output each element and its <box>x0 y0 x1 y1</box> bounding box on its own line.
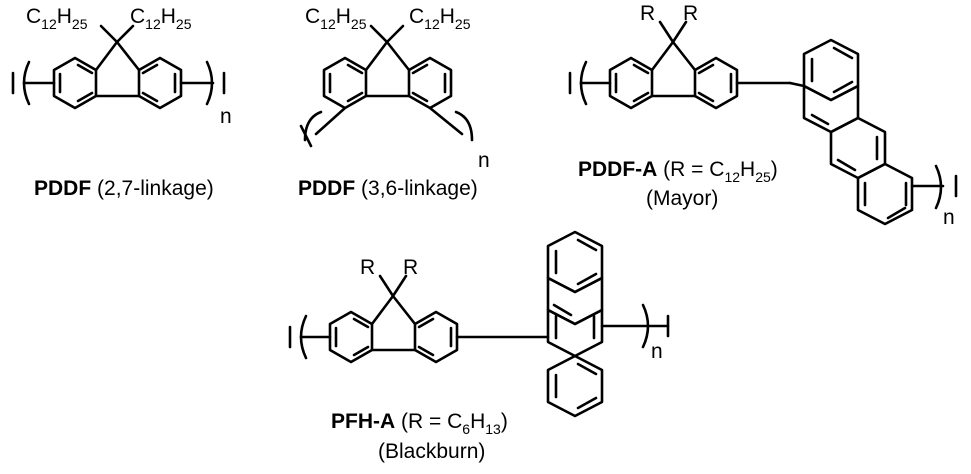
structure-pfh-a: R R n PFH-A (R = C6H13) (Blackburn) <box>288 230 670 463</box>
repeat-index-n: n <box>220 105 232 128</box>
compound-caption-3: PDDF-A (R = C12H25) <box>578 158 778 185</box>
substituent-r-left: R <box>360 256 375 279</box>
fluorene-skeleton <box>299 274 550 364</box>
substituent-label-left: C12H25 <box>305 5 367 32</box>
compound-source-4: (Blackburn) <box>378 440 485 463</box>
compound-caption-2: PDDF (3,6-linkage) <box>298 177 478 200</box>
substituent-r-right: R <box>683 2 698 25</box>
substituent-r-left: R <box>640 2 655 25</box>
end-caps <box>568 60 958 210</box>
repeat-index-n: n <box>651 340 663 363</box>
compound-caption-4: PFH-A (R = C6H13) <box>331 410 508 437</box>
anthracene-unit <box>546 230 670 418</box>
anthracene-unit <box>788 38 945 226</box>
fluorene-skeleton <box>22 24 215 110</box>
compound-caption-1: PDDF (2,7-linkage) <box>34 177 214 200</box>
repeat-index-n: n <box>943 206 955 229</box>
substituent-r-right: R <box>403 256 418 279</box>
substituent-label-right: C12H25 <box>130 5 192 32</box>
end-caps <box>299 110 474 148</box>
substituent-label-right: C12H25 <box>409 5 471 32</box>
substituent-label-left: C12H25 <box>26 5 88 32</box>
structure-pddf-27: C12H25 C12H25 n PDDF (2,7-linkage) <box>11 5 232 200</box>
end-caps <box>288 303 670 360</box>
fluorene-skeleton <box>579 20 792 110</box>
structure-pddf-36: C12H25 C12H25 n PDDF (3,6-linkage) <box>298 5 490 200</box>
compound-source-3: (Mayor) <box>646 187 718 210</box>
structure-pddf-a: R R n PDDF-A (R = C12H25) (Mayor) <box>568 2 958 229</box>
repeat-index-n: n <box>478 149 490 172</box>
fluorene-skeleton <box>314 24 464 136</box>
end-caps <box>11 60 226 106</box>
